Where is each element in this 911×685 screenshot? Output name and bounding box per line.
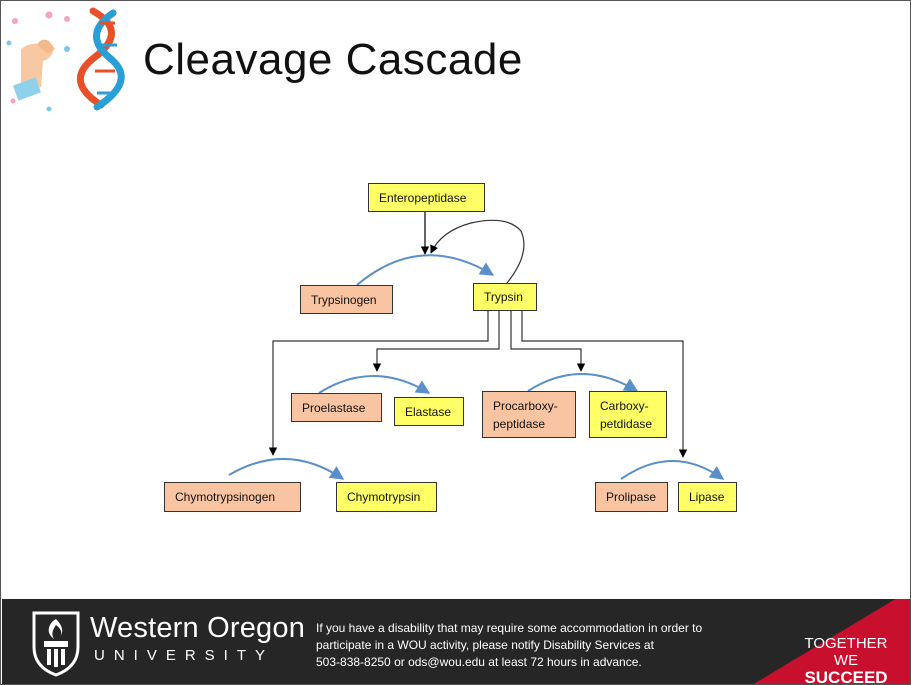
node-procarboxypeptidase: Procarboxy- peptidase [482, 391, 576, 438]
dna-hand-illustration [6, 7, 125, 112]
decor-dot [64, 16, 70, 22]
activation-arrow-chymotrypsin [268, 311, 489, 456]
decor-dot [10, 98, 16, 104]
node-label: Lipase [689, 490, 725, 504]
conversion-arrow-chymotrypsinogen [228, 458, 345, 480]
red-accent-shape [753, 599, 910, 684]
accessibility-notice: If you have a disability that may requir… [316, 620, 746, 671]
slogan: TOGETHER WE SUCCEED [798, 635, 894, 685]
university-subtitle: UNIVERSITY [94, 647, 275, 664]
node-chymotrypsinogen: Chymotrypsinogen [164, 482, 301, 512]
decor-dot [6, 40, 12, 46]
conversion-arrow-trypsinogen [356, 254, 495, 286]
conversion-arrow-prolipase [620, 460, 725, 480]
decor-dot [45, 11, 53, 19]
node-elastase: Elastase [394, 397, 464, 426]
node-trypsinogen: Trypsinogen [300, 285, 393, 314]
node-label: Trypsin [484, 290, 523, 304]
decor-dot [64, 46, 70, 52]
node-enteropeptidase: Enteropeptidase [368, 183, 485, 212]
node-chymotrypsin: Chymotrypsin [336, 482, 437, 512]
dna-icon [76, 7, 125, 111]
node-label: Enteropeptidase [379, 190, 467, 205]
hand-icon [12, 39, 55, 101]
autocatalysis-loop [430, 219, 525, 284]
slogan-line2: SUCCEED [804, 668, 888, 685]
notice-line: If you have a disability that may requir… [316, 621, 703, 635]
node-label: Trypsinogen [311, 292, 377, 307]
conversion-arrow-proelastase [318, 375, 431, 394]
node-label-line2: peptidase [493, 416, 546, 431]
slogan-line1: TOGETHER WE [804, 635, 888, 669]
node-carboxypeptidase: Carboxy- petdidase [589, 391, 667, 438]
node-proelastase: Proelastase [291, 393, 382, 422]
slide-title: Cleavage Cascade [143, 35, 523, 84]
node-label: Proelastase [302, 400, 366, 415]
node-label: Elastase [405, 404, 452, 419]
conversion-arrow-procarboxypeptidase [527, 373, 639, 392]
decor-dot [46, 106, 52, 112]
node-label: Chymotrypsin [347, 490, 421, 504]
activation-arrow-carboxypeptidase [510, 311, 586, 372]
decor-dot [12, 18, 18, 24]
wou-torch-logo-icon [32, 611, 80, 677]
cascade-connectors [228, 212, 725, 480]
node-label-line2: petdidase [600, 416, 653, 431]
node-label: Chymotrypsinogen [175, 490, 276, 504]
node-lipase: Lipase [678, 482, 737, 512]
activation-arrow-elastase [372, 311, 500, 372]
node-label: Prolipase [606, 490, 657, 504]
activation-arrow-lipase [521, 311, 688, 458]
footer-banner: Western Oregon UNIVERSITY If you have a … [2, 599, 910, 685]
university-name: Western Oregon [90, 612, 306, 644]
node-label-line1: Procarboxy- [493, 398, 558, 413]
node-trypsin: Trypsin [473, 283, 537, 311]
node-label-line1: Carboxy- [600, 398, 649, 413]
notice-line: 503-838-8250 or ods@wou.edu at least 72 … [316, 655, 642, 669]
node-prolipase: Prolipase [595, 482, 668, 512]
notice-line: participate in a WOU activity, please no… [316, 638, 654, 652]
